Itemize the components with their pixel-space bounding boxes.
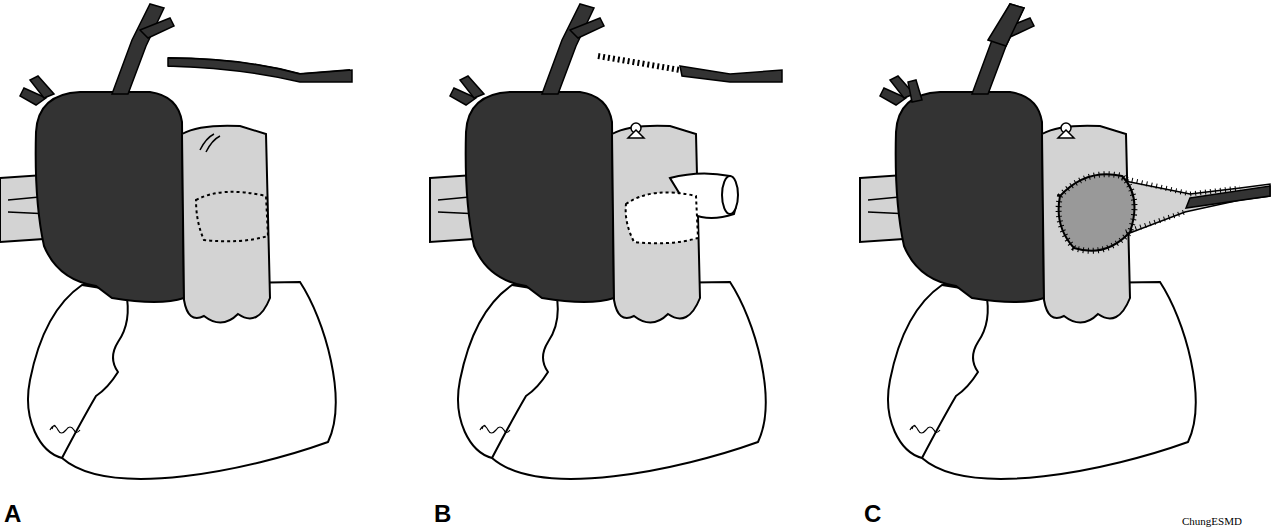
panel-letter: B (434, 500, 451, 528)
panel-letter: A (4, 500, 21, 528)
panel-letter: C (864, 500, 881, 528)
watermark: ChungESMD (1182, 515, 1242, 527)
